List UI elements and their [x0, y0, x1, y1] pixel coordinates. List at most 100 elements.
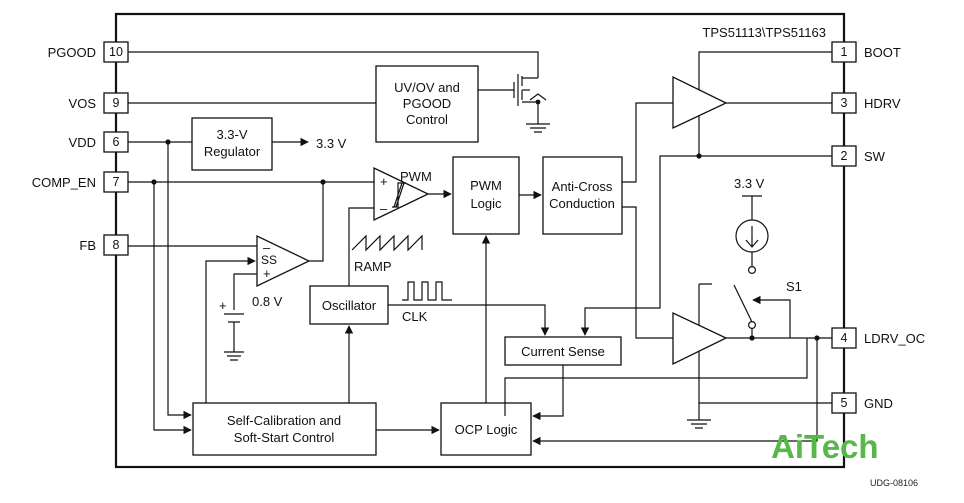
- pin-fb: 8 FB: [79, 234, 129, 256]
- ea-minus: –: [263, 240, 271, 255]
- pin-sw-num: 2: [841, 149, 848, 163]
- ea-output-wire: [309, 182, 324, 262]
- pwm-comp-minus: –: [380, 201, 388, 216]
- pin-fb-label: FB: [79, 238, 96, 253]
- anticross-to-hdrv-wire: [622, 102, 673, 183]
- pin-ldrv-oc-num: 4: [841, 331, 848, 345]
- pin-sw: 2 SW: [831, 145, 886, 167]
- ocp-logic-label: OCP Logic: [455, 422, 518, 437]
- pgood-wire: [128, 51, 539, 78]
- pin-boot: 1 BOOT: [831, 41, 901, 63]
- s1-control-arrow: [752, 295, 791, 338]
- boot-wire: [698, 51, 832, 90]
- doc-id: UDG-08106: [870, 478, 918, 488]
- selfcal-line-1: Self-Calibration and: [227, 413, 341, 428]
- reference-source: + 0.8 V: [219, 273, 283, 361]
- sw-to-current-sense: [580, 155, 699, 336]
- osc-to-current-sense: [388, 304, 550, 336]
- oscillator-block: Oscillator: [309, 285, 389, 325]
- pin-comp-en-num: 7: [113, 175, 120, 189]
- pin-vdd-num: 6: [113, 135, 120, 149]
- ea-plus: +: [263, 266, 271, 281]
- watermark-text: AiTech: [771, 428, 879, 465]
- current-sense-to-ocp: [532, 365, 564, 421]
- switch-top-contact: [747, 266, 756, 275]
- self-calibration-block: Self-Calibration and Soft-Start Control: [192, 402, 377, 456]
- pin-sw-label: SW: [864, 149, 886, 164]
- regulator-output-label: 3.3 V: [316, 136, 347, 151]
- ref-plus: +: [219, 298, 227, 313]
- anticross-line-1: Anti-Cross: [552, 179, 613, 194]
- error-amplifier: – SS +: [256, 234, 311, 288]
- regulator-line-2: Regulator: [204, 144, 261, 159]
- src-rail: [742, 195, 762, 220]
- pgood-mosfet: [478, 74, 550, 133]
- pin-gnd: 5 GND: [831, 392, 893, 414]
- pin-ldrv-oc: 4 LDRV_OC: [831, 327, 925, 349]
- ocp-logic-block: OCP Logic: [440, 402, 532, 456]
- switch-s1: [733, 284, 753, 323]
- pin-fb-num: 8: [113, 238, 120, 252]
- pwm-comparator: + – PWM: [373, 166, 432, 222]
- regulator-block: 3.3-V Regulator: [191, 117, 273, 171]
- pin-vos: 9 VOS: [69, 92, 129, 114]
- src-label: 3.3 V: [734, 176, 765, 191]
- regulator-line-1: 3.3-V: [216, 127, 247, 142]
- pin-pgood-label: PGOOD: [48, 45, 96, 60]
- pin-hdrv: 3 HDRV: [831, 92, 901, 114]
- pin-comp-en-label: COMP_EN: [32, 175, 96, 190]
- pwm-logic-line-1: PWM: [470, 178, 502, 193]
- ocp-feedback-wire: [504, 338, 808, 416]
- chip-outline: [114, 12, 846, 469]
- gnd-symbol: [687, 403, 711, 429]
- anticross-to-ldrv-wire: [622, 206, 673, 339]
- pin-gnd-num: 5: [841, 396, 848, 410]
- uvov-line-1: UV/OV and: [394, 80, 460, 95]
- switch-bottom-contact: [747, 321, 756, 330]
- ldrv-supply: [698, 283, 712, 325]
- pwm-logic-line-2: Logic: [470, 196, 502, 211]
- pin-vos-label: VOS: [69, 96, 97, 111]
- watermark-logo: AiTech: [771, 428, 879, 465]
- ss-wire: [205, 256, 256, 403]
- uvov-line-3: Control: [406, 112, 448, 127]
- pin-pgood-num: 10: [109, 45, 123, 59]
- chip-title: TPS51113\TPS51163: [702, 25, 826, 40]
- pin-boot-num: 1: [841, 45, 848, 59]
- pin-ldrv-oc-label: LDRV_OC: [864, 331, 925, 346]
- anticross-line-2: Conduction: [549, 196, 615, 211]
- pwm-comp-plus: +: [380, 174, 388, 189]
- selfcal-line-2: Soft-Start Control: [234, 430, 335, 445]
- pin-boot-label: BOOT: [864, 45, 901, 60]
- uvov-line-2: PGOOD: [403, 96, 451, 111]
- pwm-logic-block: PWM Logic: [452, 156, 520, 235]
- uvov-pgood-control-block: UV/OV and PGOOD Control: [375, 65, 479, 143]
- pin-comp-en: 7 COMP_EN: [32, 171, 129, 193]
- oscillator-label: Oscillator: [322, 298, 377, 313]
- ldrv-to-ocp-wire: [532, 338, 818, 446]
- vdd-to-selfcal-wire: [167, 142, 192, 420]
- pin-vos-num: 9: [113, 96, 120, 110]
- anti-cross-conduction-block: Anti-Cross Conduction: [542, 156, 623, 235]
- clk-waveform: [402, 281, 452, 301]
- pin-vdd: 6 VDD: [69, 131, 129, 153]
- ramp-wire: [348, 207, 374, 286]
- pin-pgood: 10 PGOOD: [48, 41, 129, 63]
- pin-hdrv-label: HDRV: [864, 96, 901, 111]
- gnd-wire: [698, 351, 832, 404]
- current-sense-block: Current Sense: [504, 336, 622, 366]
- pin-vdd-label: VDD: [69, 135, 96, 150]
- current-sense-label: Current Sense: [521, 344, 605, 359]
- ramp-label: RAMP: [354, 259, 392, 274]
- s1-label: S1: [786, 279, 802, 294]
- ramp-waveform: [351, 234, 423, 252]
- pin-gnd-label: GND: [864, 396, 893, 411]
- ss-label: SS: [261, 253, 277, 267]
- pwm-label: PWM: [400, 169, 432, 184]
- comp-en-to-selfcal-wire: [153, 182, 192, 435]
- ref-label: 0.8 V: [252, 294, 283, 309]
- sw-wire: [698, 116, 832, 157]
- clk-label: CLK: [402, 309, 428, 324]
